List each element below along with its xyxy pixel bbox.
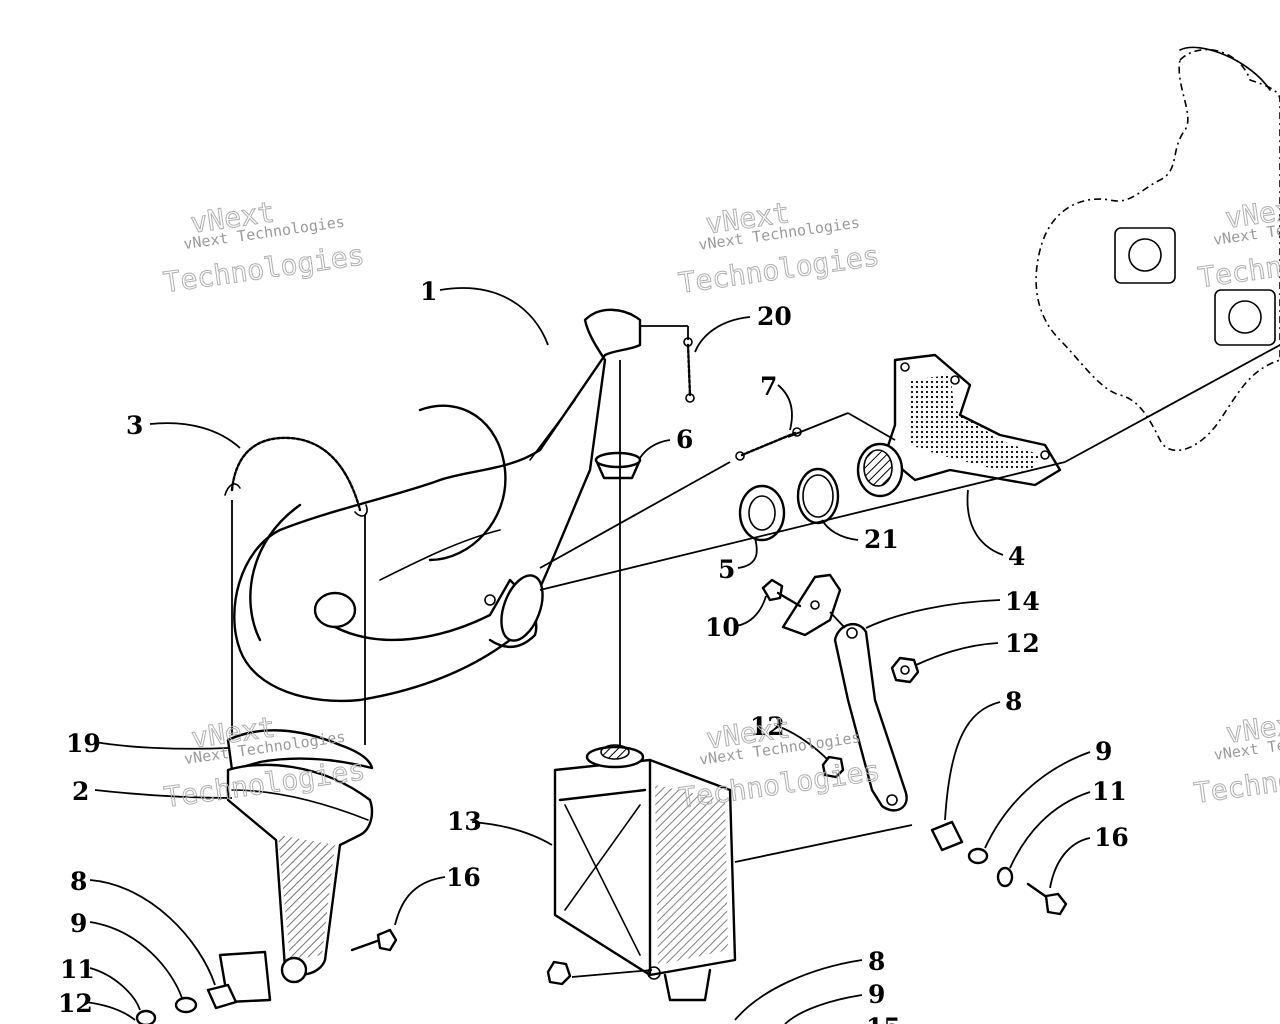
callout-1: 1 <box>420 277 437 306</box>
leader-lines <box>84 287 1091 1024</box>
callout-8-lower: 8 <box>868 947 885 976</box>
callout-3: 3 <box>126 411 143 440</box>
callout-7: 7 <box>760 372 777 401</box>
bolt-part-16-right <box>1026 882 1068 916</box>
callout-10: 10 <box>705 613 740 642</box>
callout-labels: 1 2 3 4 5 6 7 8 8 8 9 9 9 10 11 11 12 12… <box>58 277 1129 1024</box>
washer-part-12-left <box>135 1009 157 1024</box>
callout-9-right: 9 <box>1095 737 1112 766</box>
spring-part-20 <box>683 337 695 403</box>
callout-9-lower: 9 <box>868 980 885 1009</box>
bracket-left <box>218 950 308 1004</box>
watermark-middle-right: vNext Technologies Technologies vNext <box>1191 705 1280 810</box>
washer-part-9-left <box>174 996 198 1014</box>
callout-13: 13 <box>447 807 482 836</box>
assembly-lines <box>231 325 1280 978</box>
washer-part-9-right <box>967 847 989 865</box>
watermark-top-left: vNext Technologies Technologies vNext <box>161 195 367 300</box>
grommet-part-6 <box>594 451 642 480</box>
exhaust-manifold <box>856 353 1062 498</box>
bolt-part-10 <box>761 578 802 608</box>
callout-4: 4 <box>1008 542 1025 571</box>
callout-16-left: 16 <box>446 863 481 892</box>
callout-6: 6 <box>676 425 693 454</box>
callout-16-right: 16 <box>1094 823 1129 852</box>
engine-outline <box>1035 46 1280 452</box>
watermark-middle-left: vNext Technologies Technologies vNext <box>162 710 368 815</box>
watermark-top-center: vNext Technologies Technologies vNext <box>676 196 882 301</box>
callout-11-left: 11 <box>60 955 95 984</box>
callout-12-middle: 12 <box>750 712 785 741</box>
callout-12-upper: 12 <box>1005 629 1040 658</box>
callout-11-right: 11 <box>1092 777 1127 806</box>
svg-text:vNext: vNext <box>1223 191 1280 235</box>
callout-19: 19 <box>66 729 101 758</box>
watermark-top-right: vNext Technologies Technologies vNext <box>1196 190 1280 295</box>
bolt-part-16-left <box>350 928 398 952</box>
spacer-part-8-left <box>206 983 238 1010</box>
spring-part-7 <box>735 427 802 461</box>
gasket-part-21 <box>796 467 840 525</box>
spacer-part-8-right <box>930 820 964 852</box>
muffler <box>233 308 642 703</box>
gasket-part-5 <box>738 484 786 542</box>
nut-part-12-lower <box>546 960 572 986</box>
callout-14: 14 <box>1005 587 1040 616</box>
callout-5: 5 <box>718 555 735 584</box>
callout-21: 21 <box>864 525 899 554</box>
nut-part-12-middle <box>821 755 845 779</box>
spring-part-3 <box>224 436 368 517</box>
support-arm-part-14 <box>833 622 908 812</box>
callout-12-left: 12 <box>58 989 93 1018</box>
heat-shield-part-19 <box>226 729 374 772</box>
nut-part-12-upper <box>890 656 920 684</box>
callout-8-left: 8 <box>70 867 87 896</box>
silencer-box-part-13 <box>553 744 737 1002</box>
watermark-middle-center: vNext Technologies Technologies vNext <box>677 711 883 816</box>
callout-2: 2 <box>72 777 89 806</box>
callout-15: 15 <box>866 1013 901 1024</box>
washer-part-11-right <box>996 866 1014 888</box>
callout-9-left: 9 <box>70 909 87 938</box>
callout-20: 20 <box>757 302 792 331</box>
bracket-plate <box>781 573 842 637</box>
callout-8-right: 8 <box>1005 687 1022 716</box>
svg-text:vNext: vNext <box>1224 705 1280 749</box>
